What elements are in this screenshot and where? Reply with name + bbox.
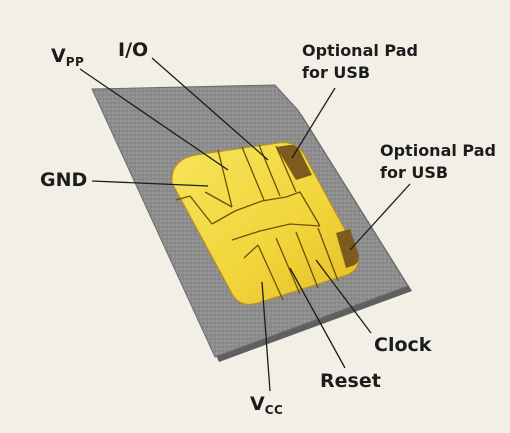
leader-line-clock [315,259,372,334]
leader-line-gnd [91,180,209,187]
label-clock: Clock [374,334,432,356]
label-usb-right-line1: Optional Pad [380,141,496,160]
label-optional-usb-pad-top: Optional Pad for USB [302,40,418,84]
label-optional-usb-pad-right: Optional Pad for USB [380,140,496,184]
label-vpp-sub: PP [65,55,85,69]
label-vpp-main: V [51,45,66,67]
leader-line-reset [289,267,346,369]
label-gnd: GND [40,169,88,191]
leader-line-vpp [79,68,229,171]
usb-pad-right [336,229,359,268]
label-vpp: VPP [51,45,85,70]
leader-line-io [151,57,269,161]
label-io: I/O [118,39,149,61]
leader-line-usb-right [349,183,411,251]
label-reset: Reset [320,370,381,392]
label-vcc: VCC [250,393,284,418]
leader-line-usb-top [291,87,336,159]
label-usb-top-line1: Optional Pad [302,41,418,60]
label-vcc-main: V [250,393,265,415]
leader-line-vcc [261,281,271,392]
label-usb-top-line2: for USB [302,63,371,82]
label-usb-right-line2: for USB [380,163,449,182]
gold-contact-chip [171,141,359,306]
usb-pad-top [276,144,312,180]
label-vcc-sub: CC [264,403,284,417]
